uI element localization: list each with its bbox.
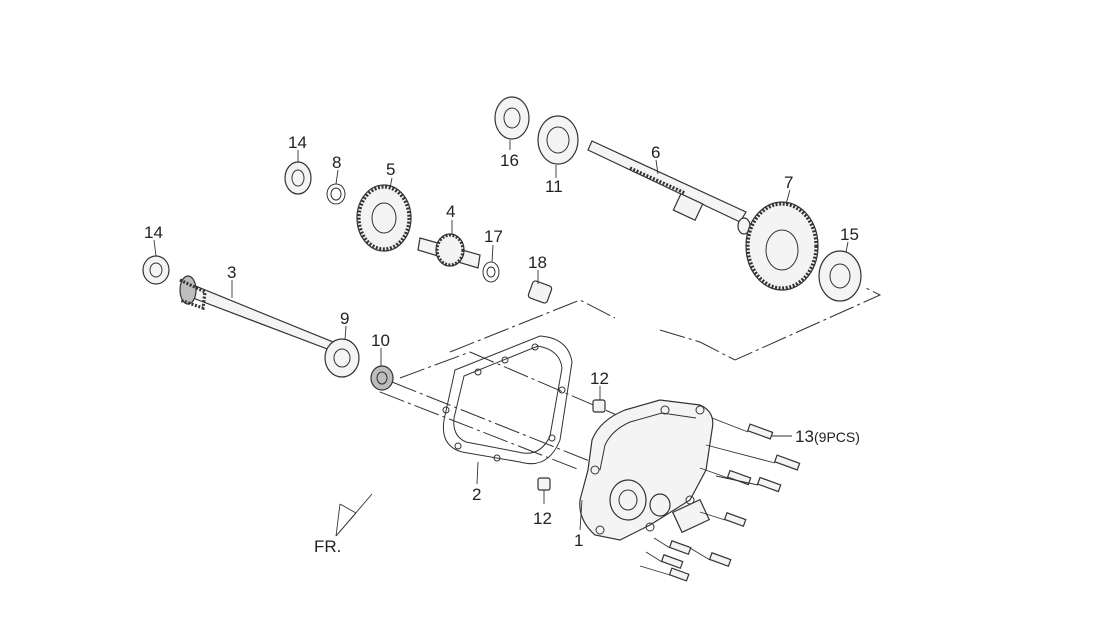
bearing-9 (324, 338, 360, 378)
dowel-pin-lower (537, 477, 551, 491)
bolt (639, 565, 671, 576)
gasket-hole (454, 442, 462, 450)
bolt (645, 551, 663, 563)
oil-seal-10 (370, 365, 394, 391)
bearing-main-shaft-end (142, 255, 170, 285)
bolt (715, 475, 759, 486)
assembly-lines (379, 287, 882, 471)
gear-5 (356, 184, 412, 252)
gasket-hole (442, 406, 450, 414)
callout-16: 16 (500, 151, 519, 170)
callouts: 14 8 5 4 17 18 14 3 9 10 16 11 6 7 15 12… (144, 133, 860, 556)
gasket-hole (501, 356, 509, 364)
bearing-counter (284, 161, 312, 195)
bolt (699, 511, 726, 521)
callout-2: 2 (472, 485, 481, 504)
bearing-16 (494, 96, 530, 140)
washer-8 (326, 183, 346, 205)
bolt (711, 417, 749, 433)
bolt (653, 537, 671, 549)
callout-6: 6 (651, 143, 660, 162)
callout-18: 18 (528, 253, 547, 272)
cover-bolts (639, 417, 801, 582)
main-shaft (179, 275, 334, 351)
callout-5: 5 (386, 160, 395, 179)
drive-shaft-6 (587, 140, 751, 235)
dowel-pins (537, 399, 606, 491)
bolt (689, 547, 711, 561)
callout-4: 4 (446, 202, 455, 221)
leader-lines (153, 140, 849, 531)
bolt (705, 444, 776, 464)
bearing-15 (818, 250, 862, 302)
gasket-hole (493, 454, 501, 462)
callout-17: 17 (484, 227, 503, 246)
callout-10: 10 (371, 331, 390, 350)
bolt (699, 467, 729, 479)
gasket-hole (558, 386, 566, 394)
callout-14-main: 14 (144, 223, 163, 242)
callout-12-upper: 12 (590, 369, 609, 388)
callout-13: 13 (795, 427, 814, 446)
needle-bearing-18 (527, 280, 553, 304)
gasket (442, 335, 573, 465)
dowel-pin-upper (592, 399, 606, 413)
counter-shaft-4 (417, 233, 481, 269)
callout-15: 15 (840, 225, 859, 244)
callout-14-counter: 14 (288, 133, 307, 152)
front-label: FR. (314, 537, 341, 556)
oil-seal-11 (537, 115, 579, 165)
front-direction-arrow (335, 493, 373, 537)
gasket-hole (548, 434, 556, 442)
callout-11: 11 (545, 177, 563, 196)
cover-bearing-boss (609, 479, 647, 521)
gasket-hole (474, 368, 482, 376)
washer-17 (482, 261, 500, 283)
callout-9: 9 (340, 309, 349, 328)
callout-3: 3 (227, 263, 236, 282)
callout-8: 8 (332, 153, 341, 172)
callout-7: 7 (784, 173, 793, 192)
callout-1: 1 (574, 531, 583, 550)
transmission-cover (579, 399, 714, 541)
callout-12-lower: 12 (533, 509, 552, 528)
gear-7 (745, 201, 819, 291)
callout-13-quantity: (9PCS) (814, 429, 860, 445)
gasket-hole (531, 343, 539, 351)
